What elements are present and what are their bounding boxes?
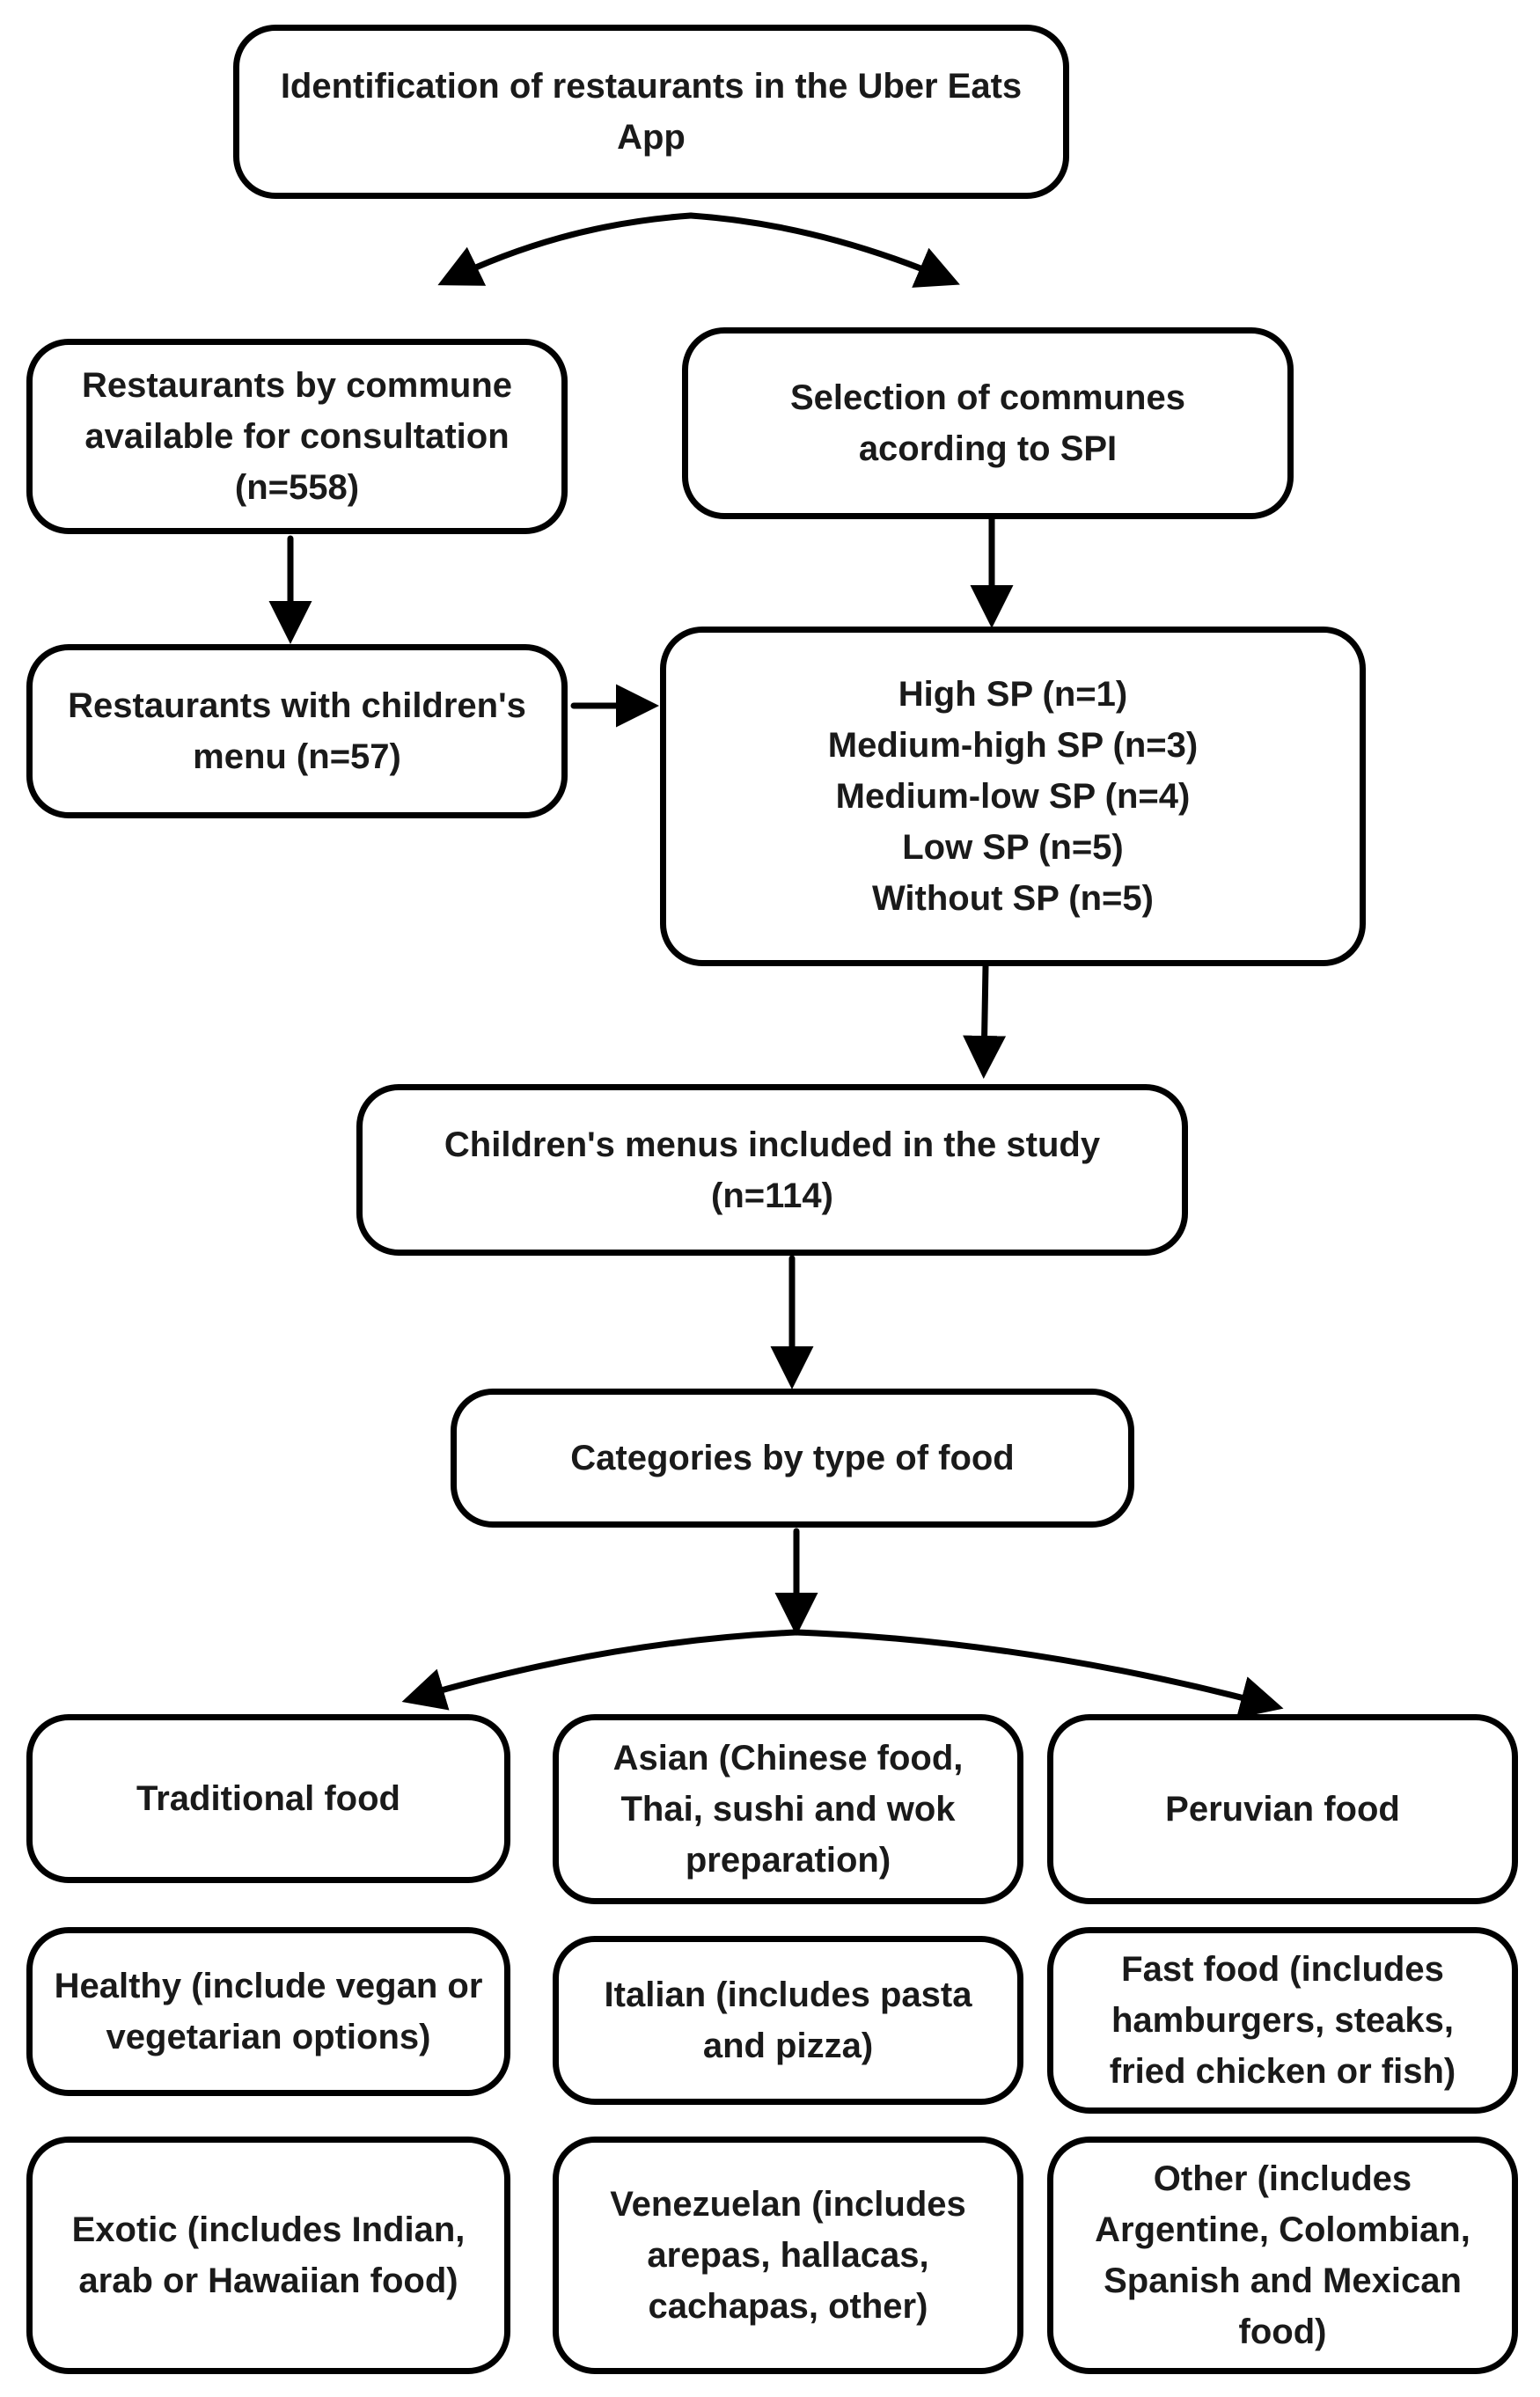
curved-arrow-right — [687, 212, 960, 288]
category-venezuelan: Venezuelan (includes arepas, hallacas, c… — [553, 2137, 1023, 2374]
category-italian-label: Italian (includes pasta and pizza) — [604, 1976, 972, 2065]
sp-level-medium-low: Medium-low SP (n=4) — [835, 777, 1191, 816]
node-selection-communes: Selection of communes acording to SPI — [682, 327, 1294, 519]
node-restaurants-children-menu-line: Restaurants with children's — [68, 686, 526, 725]
curved-arrow-to-left-category — [401, 1629, 800, 1711]
arrow-sp-levels-to-children-menus — [963, 963, 1007, 1079]
category-exotic: Exotic (includes Indian, arab or Hawaiia… — [26, 2137, 510, 2374]
category-peruvian: Peruvian food — [1047, 1714, 1518, 1904]
node-restaurants-children-menu-line: menu (n=57) — [193, 737, 401, 776]
node-restaurants-children-menu: Restaurants with children's menu (n=57) — [26, 644, 568, 818]
node-identification-label: Identification of restaurants in the Ube… — [280, 67, 1023, 157]
node-children-menus: Children's menus included in the study (… — [356, 1084, 1188, 1256]
node-restaurants-by-commune-count: (n=558) — [234, 468, 360, 507]
category-peruvian-label: Peruvian food — [1165, 1790, 1400, 1829]
node-selection-communes-label: Selection of communes acording to SPI — [790, 378, 1185, 468]
category-traditional: Traditional food — [26, 1714, 510, 1883]
node-children-menus-count: (n=114) — [711, 1176, 833, 1215]
curved-arrow-to-right-category — [793, 1629, 1284, 1719]
node-categories-label: Categories by type of food — [570, 1439, 1015, 1477]
node-identification: Identification of restaurants in the Ube… — [233, 25, 1069, 199]
node-children-menus-line: Children's menus included in the study — [444, 1125, 1101, 1164]
sp-level-high: High SP (n=1) — [898, 675, 1128, 714]
curved-arrow-left — [437, 212, 694, 286]
category-other: Other (includes Argentine, Colombian, Sp… — [1047, 2137, 1518, 2374]
category-asian: Asian (Chinese food, Thai, sushi and wok… — [553, 1714, 1023, 1904]
sp-level-medium-high: Medium-high SP (n=3) — [827, 726, 1199, 765]
category-fast-food-label: Fast food (includes hamburgers, steaks, … — [1109, 1950, 1456, 2091]
category-traditional-label: Traditional food — [136, 1779, 400, 1818]
node-restaurants-by-commune: Restaurants by commune available for con… — [26, 339, 568, 534]
category-other-label: Other (includes Argentine, Colombian, Sp… — [1095, 2159, 1470, 2351]
category-fast-food: Fast food (includes hamburgers, steaks, … — [1047, 1927, 1518, 2114]
node-restaurants-by-commune-line: available for consultation — [84, 417, 510, 456]
category-venezuelan-label: Venezuelan (includes arepas, hallacas, c… — [610, 2185, 966, 2326]
node-categories: Categories by type of food — [451, 1389, 1134, 1528]
sp-level-low: Low SP (n=5) — [902, 828, 1124, 867]
sp-level-without: Without SP (n=5) — [871, 879, 1154, 918]
category-healthy-label: Healthy (include vegan or vegetarian opt… — [54, 1967, 483, 2056]
category-asian-label: Asian (Chinese food, Thai, sushi and wok… — [612, 1739, 964, 1880]
category-healthy: Healthy (include vegan or vegetarian opt… — [26, 1927, 510, 2096]
category-exotic-label: Exotic (includes Indian, arab or Hawaiia… — [71, 2210, 466, 2300]
category-italian: Italian (includes pasta and pizza) — [553, 1936, 1023, 2105]
node-sp-levels: High SP (n=1) Medium-high SP (n=3) Mediu… — [660, 627, 1366, 966]
node-restaurants-by-commune-line: Restaurants by commune — [81, 366, 513, 405]
